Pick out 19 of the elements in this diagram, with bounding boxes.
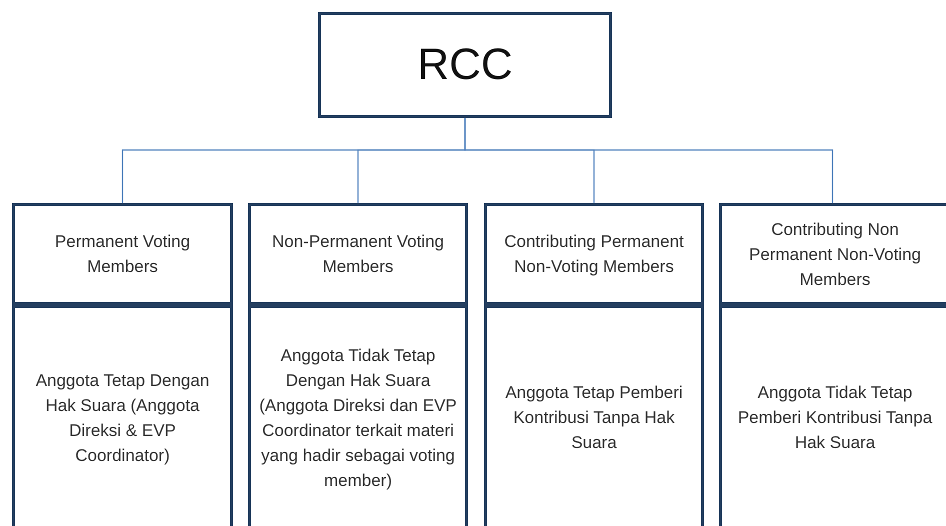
connector-line [464,118,834,203]
box-label: Contributing Non Permanent Non-Voting Members [748,218,922,290]
box-label: Contributing Permanent Non-Voting Members [503,231,685,278]
box-label: Permanent Voting Members [54,231,192,278]
member-box [248,203,468,305]
member-box [719,203,946,305]
member-box [12,305,233,526]
box-label: Anggota Tetap Pemberi Kontribusi Tanpa Hak Suara [504,382,684,454]
box-label: Anggota Tetap Dengan Hak Suara (Anggota Direksi & EVP Coordinator) [34,370,210,466]
box-label: RCC [417,39,513,91]
box-label: Anggota Tidak Tetap Dengan Hak Suara (Anggota Direksi dan EVP Coordinator terkait materi yang hadir sebagai voting member) [259,344,457,492]
member-box [12,203,233,305]
member-box [484,305,704,526]
title-box [318,12,612,118]
member-box [719,305,946,526]
member-box [484,203,704,305]
box-label: Non-Permanent Voting Members [271,231,445,278]
member-box [248,305,468,526]
box-label: Anggota Tidak Tetap Pemberi Kontribusi Tanpa Hak Suara [736,382,934,454]
